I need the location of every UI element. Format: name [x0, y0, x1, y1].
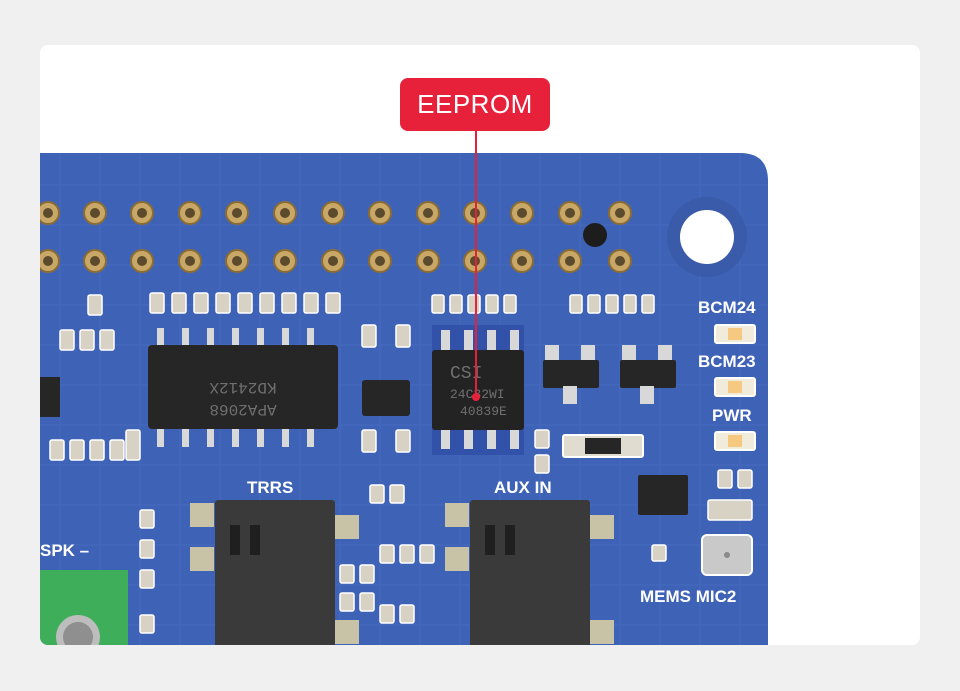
status-leds: [714, 324, 756, 451]
speaker-terminal: [40, 570, 128, 645]
mems-microphone: [701, 534, 753, 576]
smd-components: [49, 292, 753, 634]
eeprom-chip: CSI 24C32WI 40839E: [432, 325, 524, 455]
label-trrs: TRRS: [247, 478, 293, 497]
small-ic: [362, 380, 410, 416]
aux-in-jack: [445, 500, 614, 645]
label-bcm24: BCM24: [698, 298, 756, 317]
product-image-card: KD2412X APA2068 CSI 24C32WI 40839E: [40, 45, 920, 645]
eeprom-callout-label: EEPROM: [400, 78, 550, 131]
eeprom-chip-text-3: 40839E: [460, 404, 507, 419]
label-spk: SPK –: [40, 541, 89, 560]
label-aux-in: AUX IN: [494, 478, 552, 497]
amp-chip-text-1: KD2412X: [209, 378, 277, 396]
eeprom-chip-text-1: CSI: [450, 364, 482, 384]
amplifier-chip: KD2412X APA2068: [148, 328, 338, 447]
label-mems-mic2: MEMS MIC2: [640, 587, 736, 606]
trrs-jack: [190, 500, 359, 645]
transistors: [543, 345, 688, 515]
audio-hat-board-photo: KD2412X APA2068 CSI 24C32WI 40839E: [40, 131, 768, 645]
label-pwr: PWR: [712, 406, 752, 425]
label-bcm23: BCM23: [698, 352, 756, 371]
amp-chip-text-2: APA2068: [209, 400, 276, 418]
